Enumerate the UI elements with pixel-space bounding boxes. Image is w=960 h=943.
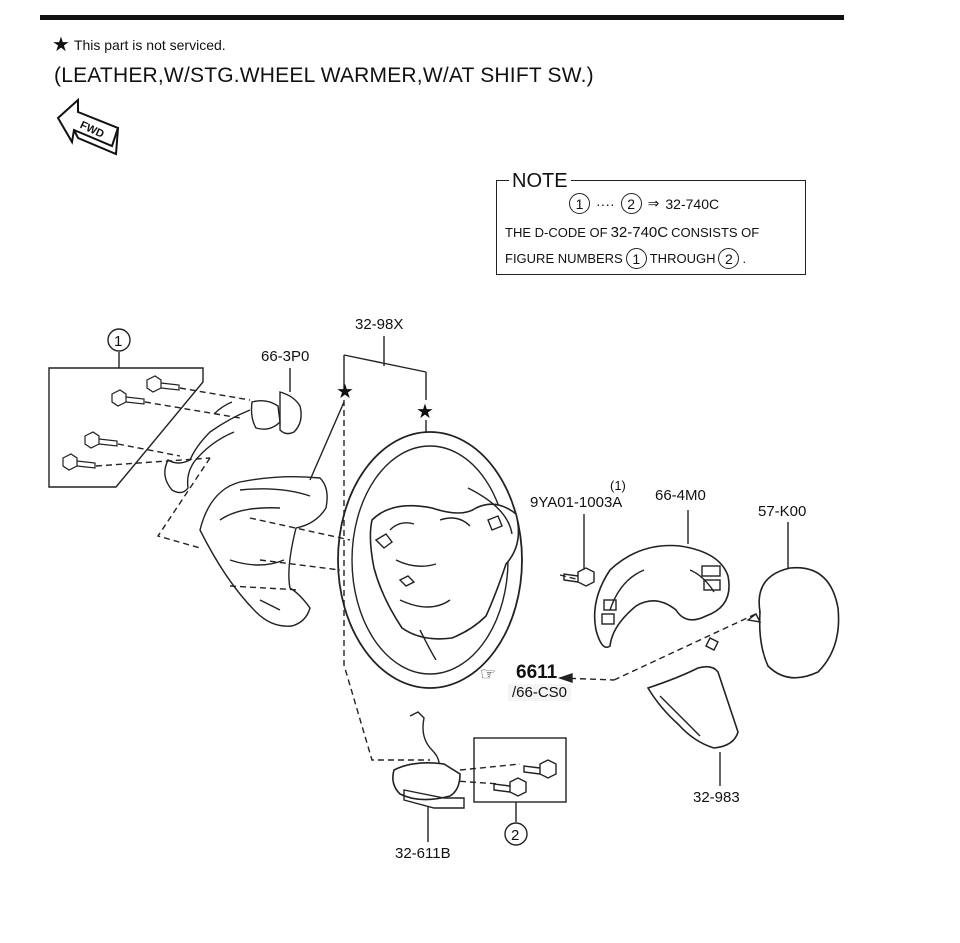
fig2-bolts-group — [473, 737, 567, 822]
part-qty-9ya01: (1) — [610, 478, 626, 493]
part-label-32-983: 32-983 — [693, 789, 740, 806]
ref-link-6611[interactable]: 6611 — [516, 662, 558, 683]
switch-bezel-66-4m0 — [593, 510, 730, 649]
figure-number-badge: 2 — [718, 248, 740, 269]
fig1-bolts-group — [48, 352, 251, 488]
figure-number-badge: 1 — [569, 193, 590, 214]
part-label-32-611b: 32-611B — [395, 845, 451, 862]
bolt-icon — [62, 375, 180, 471]
airbag-57-k00 — [746, 522, 840, 679]
part-label-66-3p0: 66-3P0 — [261, 348, 310, 365]
rear-cover — [199, 475, 328, 627]
note-title: NOTE — [509, 170, 571, 192]
part-label-9ya01-1003a: 9YA01-1003A — [530, 494, 623, 511]
note-text: FIGURE NUMBERS — [505, 251, 623, 266]
bolt-9ya01 — [563, 514, 595, 587]
note-text: THE D-CODE OF — [505, 225, 608, 240]
not-serviced-note: ★ This part is not serviced. — [52, 35, 226, 55]
dcode-text: 32-740C — [665, 195, 720, 212]
note-text: CONSISTS OF — [671, 225, 760, 240]
leader-lines — [156, 400, 761, 785]
part-label-66-4m0: 66-4M0 — [655, 487, 706, 504]
note-box: NOTE 1 ···· 2 ⇒ 32-740C THE D-CODE OF 32… — [496, 170, 806, 275]
variant-title: (LEATHER,W/STG.WHEEL WARMER,W/AT SHIFT S… — [54, 64, 594, 87]
ref-sub-66-cs0[interactable]: /66-CS0 — [508, 684, 572, 701]
part-label-57-k00: 57-K00 — [758, 503, 807, 520]
not-serviced-text: This part is not serviced. — [73, 37, 226, 53]
figure-number-badge: 2 — [620, 193, 642, 214]
top-rule — [40, 15, 844, 20]
note-line-3: FIGURE NUMBERS 1 THROUGH 2 . — [505, 248, 746, 269]
star-icon: ★ — [52, 34, 70, 56]
figure-callouts: 1 2 — [107, 328, 528, 846]
note-line-2: THE D-CODE OF 32-740C CONSISTS OF — [505, 224, 759, 241]
wheel-callout: ★ ★ — [309, 336, 434, 481]
star-icon: ★ — [336, 381, 354, 403]
figure-number-1: 1 — [114, 333, 122, 350]
note-text: THROUGH — [649, 251, 716, 266]
note-text: . — [742, 251, 747, 266]
arrow-icon — [557, 673, 573, 683]
range-ellipsis: ···· — [596, 195, 615, 212]
note-range-row: 1 ···· 2 ⇒ 32-740C — [569, 193, 719, 214]
fwd-arrow-icon: FWD — [56, 97, 120, 156]
part-label-32-98x: 32-98X — [355, 316, 404, 333]
lower-cover-32-983 — [646, 637, 739, 786]
star-icon: ★ — [416, 401, 434, 423]
figure-number-2: 2 — [511, 827, 519, 844]
harness-66-3p0 — [164, 368, 302, 494]
figure-number-badge: 1 — [625, 248, 647, 269]
dcode-text: 32-740C — [610, 224, 669, 241]
arrow-icon: ⇒ — [647, 195, 660, 211]
sensor-32-611b — [392, 711, 465, 842]
steering-wheel — [337, 431, 523, 689]
pointing-hand-icon: ☞ — [480, 664, 497, 684]
